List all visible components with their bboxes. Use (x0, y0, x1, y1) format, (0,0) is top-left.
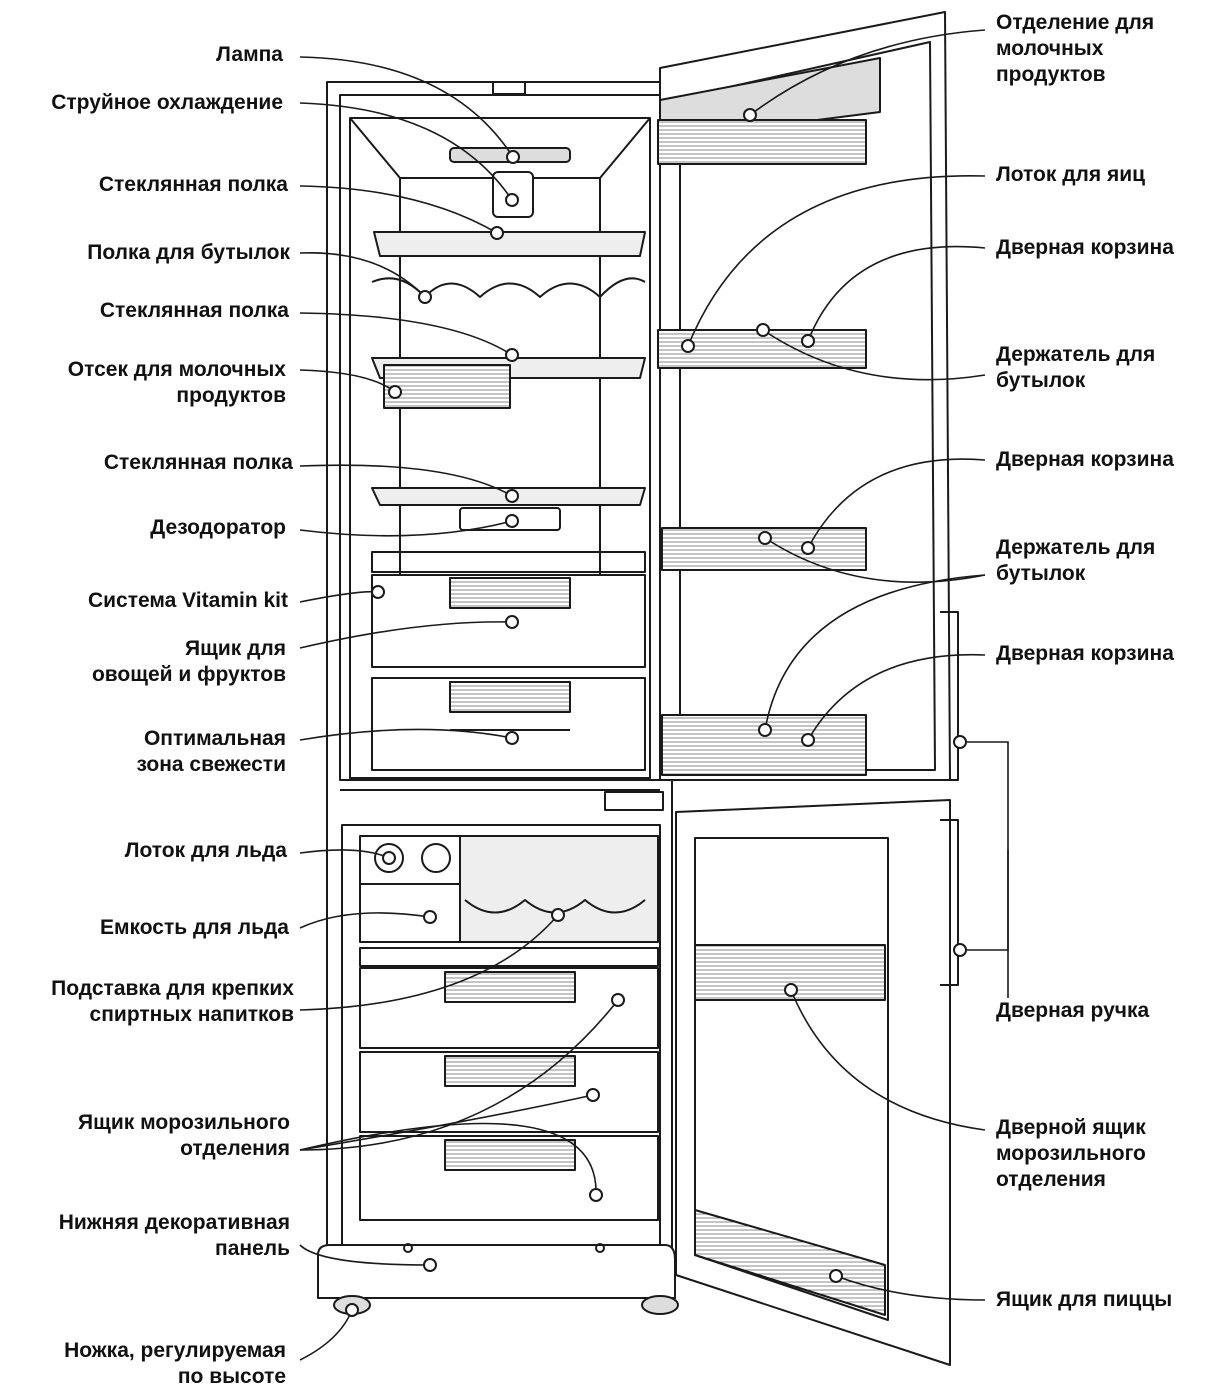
label-line: молочных (996, 37, 1104, 60)
label-line: панель (215, 1237, 290, 1260)
label-bottle-shelf: Полка для бутылок (87, 240, 290, 266)
label-deodorizer: Дезодоратор (150, 515, 286, 541)
label-line: Стеклянная полка (99, 299, 289, 322)
label-line: Дезодоратор (150, 516, 286, 539)
label-line: Ящик для (185, 637, 286, 660)
label-spirits-stand: Подставка для крепких спиртных напитков (51, 976, 294, 1028)
label-line: Держатель для (996, 343, 1156, 366)
label-line: Дверная корзина (996, 642, 1174, 665)
label-line: Стеклянная полка (103, 451, 293, 474)
label-jet-cooling: Струйное охлаждение (51, 90, 283, 116)
leader-lines (299, 29, 1009, 1361)
label-line: Лоток для льда (124, 839, 287, 862)
label-line: Оптимальная (143, 727, 286, 750)
label-line: спиртных напитков (89, 1003, 294, 1026)
freezer-interior (359, 835, 659, 1221)
label-door-basket-1: Дверная корзина (996, 235, 1174, 261)
label-line: отделения (996, 1168, 1106, 1191)
label-line: Отделение для (996, 11, 1155, 34)
freezer-door (675, 799, 959, 1366)
label-line: продуктов (176, 384, 286, 407)
label-glass-shelf-1: Стеклянная полка (99, 172, 288, 198)
label-line: по высоте (177, 1365, 286, 1388)
label-freezer-door-drawer: Дверной ящик морозильного отделения (996, 1115, 1146, 1193)
label-line: бутылок (996, 562, 1086, 585)
label-vegetable-drawer: Ящик для овощей и фруктов (92, 636, 286, 688)
label-line: Стеклянная полка (98, 173, 288, 196)
label-egg-tray: Лоток для яиц (996, 162, 1145, 188)
label-adjustable-foot: Ножка, регулируемая по высоте (64, 1338, 286, 1390)
label-line: бутылок (996, 369, 1086, 392)
label-dairy-compartment: Отсек для молочных продуктов (68, 357, 286, 409)
label-bottom-panel: Нижняя декоративная панель (59, 1210, 290, 1262)
label-door-basket-2: Дверная корзина (996, 447, 1174, 473)
label-bottle-holder-1: Держатель для бутылок (996, 342, 1155, 394)
label-ice-bin: Емкость для льда (100, 915, 289, 941)
label-bottle-holder-2: Держатель для бутылок (996, 535, 1155, 587)
label-glass-shelf-3: Стеклянная полка (104, 450, 293, 476)
label-line: Отсек для молочных (67, 358, 286, 381)
label-line: Ножка, регулируемая (64, 1339, 286, 1362)
label-line: Нижняя декоративная (58, 1211, 290, 1234)
label-line: зона свежести (136, 753, 286, 776)
label-pizza-box: Ящик для пиццы (996, 1287, 1172, 1313)
label-line: Ящик морозильного (78, 1111, 290, 1134)
label-line: Дверная ручка (996, 999, 1150, 1022)
label-line: Держатель для (996, 536, 1156, 559)
label-line: продуктов (996, 63, 1106, 86)
label-lamp: Лампа (216, 42, 283, 68)
label-line: Система Vitamin kit (87, 589, 288, 612)
label-fresh-zone: Оптимальная зона свежести (136, 726, 286, 778)
label-line: овощей и фруктов (91, 663, 286, 686)
label-freezer-drawer: Ящик морозильного отделения (78, 1110, 290, 1162)
label-line: Дверной ящик (996, 1116, 1146, 1139)
label-ice-tray: Лоток для льда (125, 838, 287, 864)
fridge-door (604, 11, 959, 811)
label-line: Ящик для пиццы (996, 1288, 1173, 1311)
label-line: Лоток для яиц (996, 163, 1146, 186)
label-glass-shelf-2: Стеклянная полка (100, 298, 289, 324)
label-line: Подставка для крепких (51, 977, 294, 1000)
fridge-interior (349, 117, 651, 779)
label-door-handle: Дверная ручка (996, 998, 1149, 1024)
label-vitamin-kit: Система Vitamin kit (88, 588, 288, 614)
label-line: Лампа (216, 43, 283, 66)
label-door-dairy: Отделение для молочных продуктов (996, 10, 1154, 88)
label-line: Емкость для льда (99, 916, 289, 939)
label-line: отделения (180, 1137, 290, 1160)
label-door-basket-3: Дверная корзина (996, 641, 1174, 667)
label-line: Дверная корзина (996, 236, 1174, 259)
label-line: Дверная корзина (996, 448, 1174, 471)
callout-dots (345, 108, 967, 1317)
label-line: морозильного (996, 1142, 1146, 1165)
label-line: Полка для бутылок (87, 241, 290, 264)
label-line: Струйное охлаждение (51, 91, 283, 114)
